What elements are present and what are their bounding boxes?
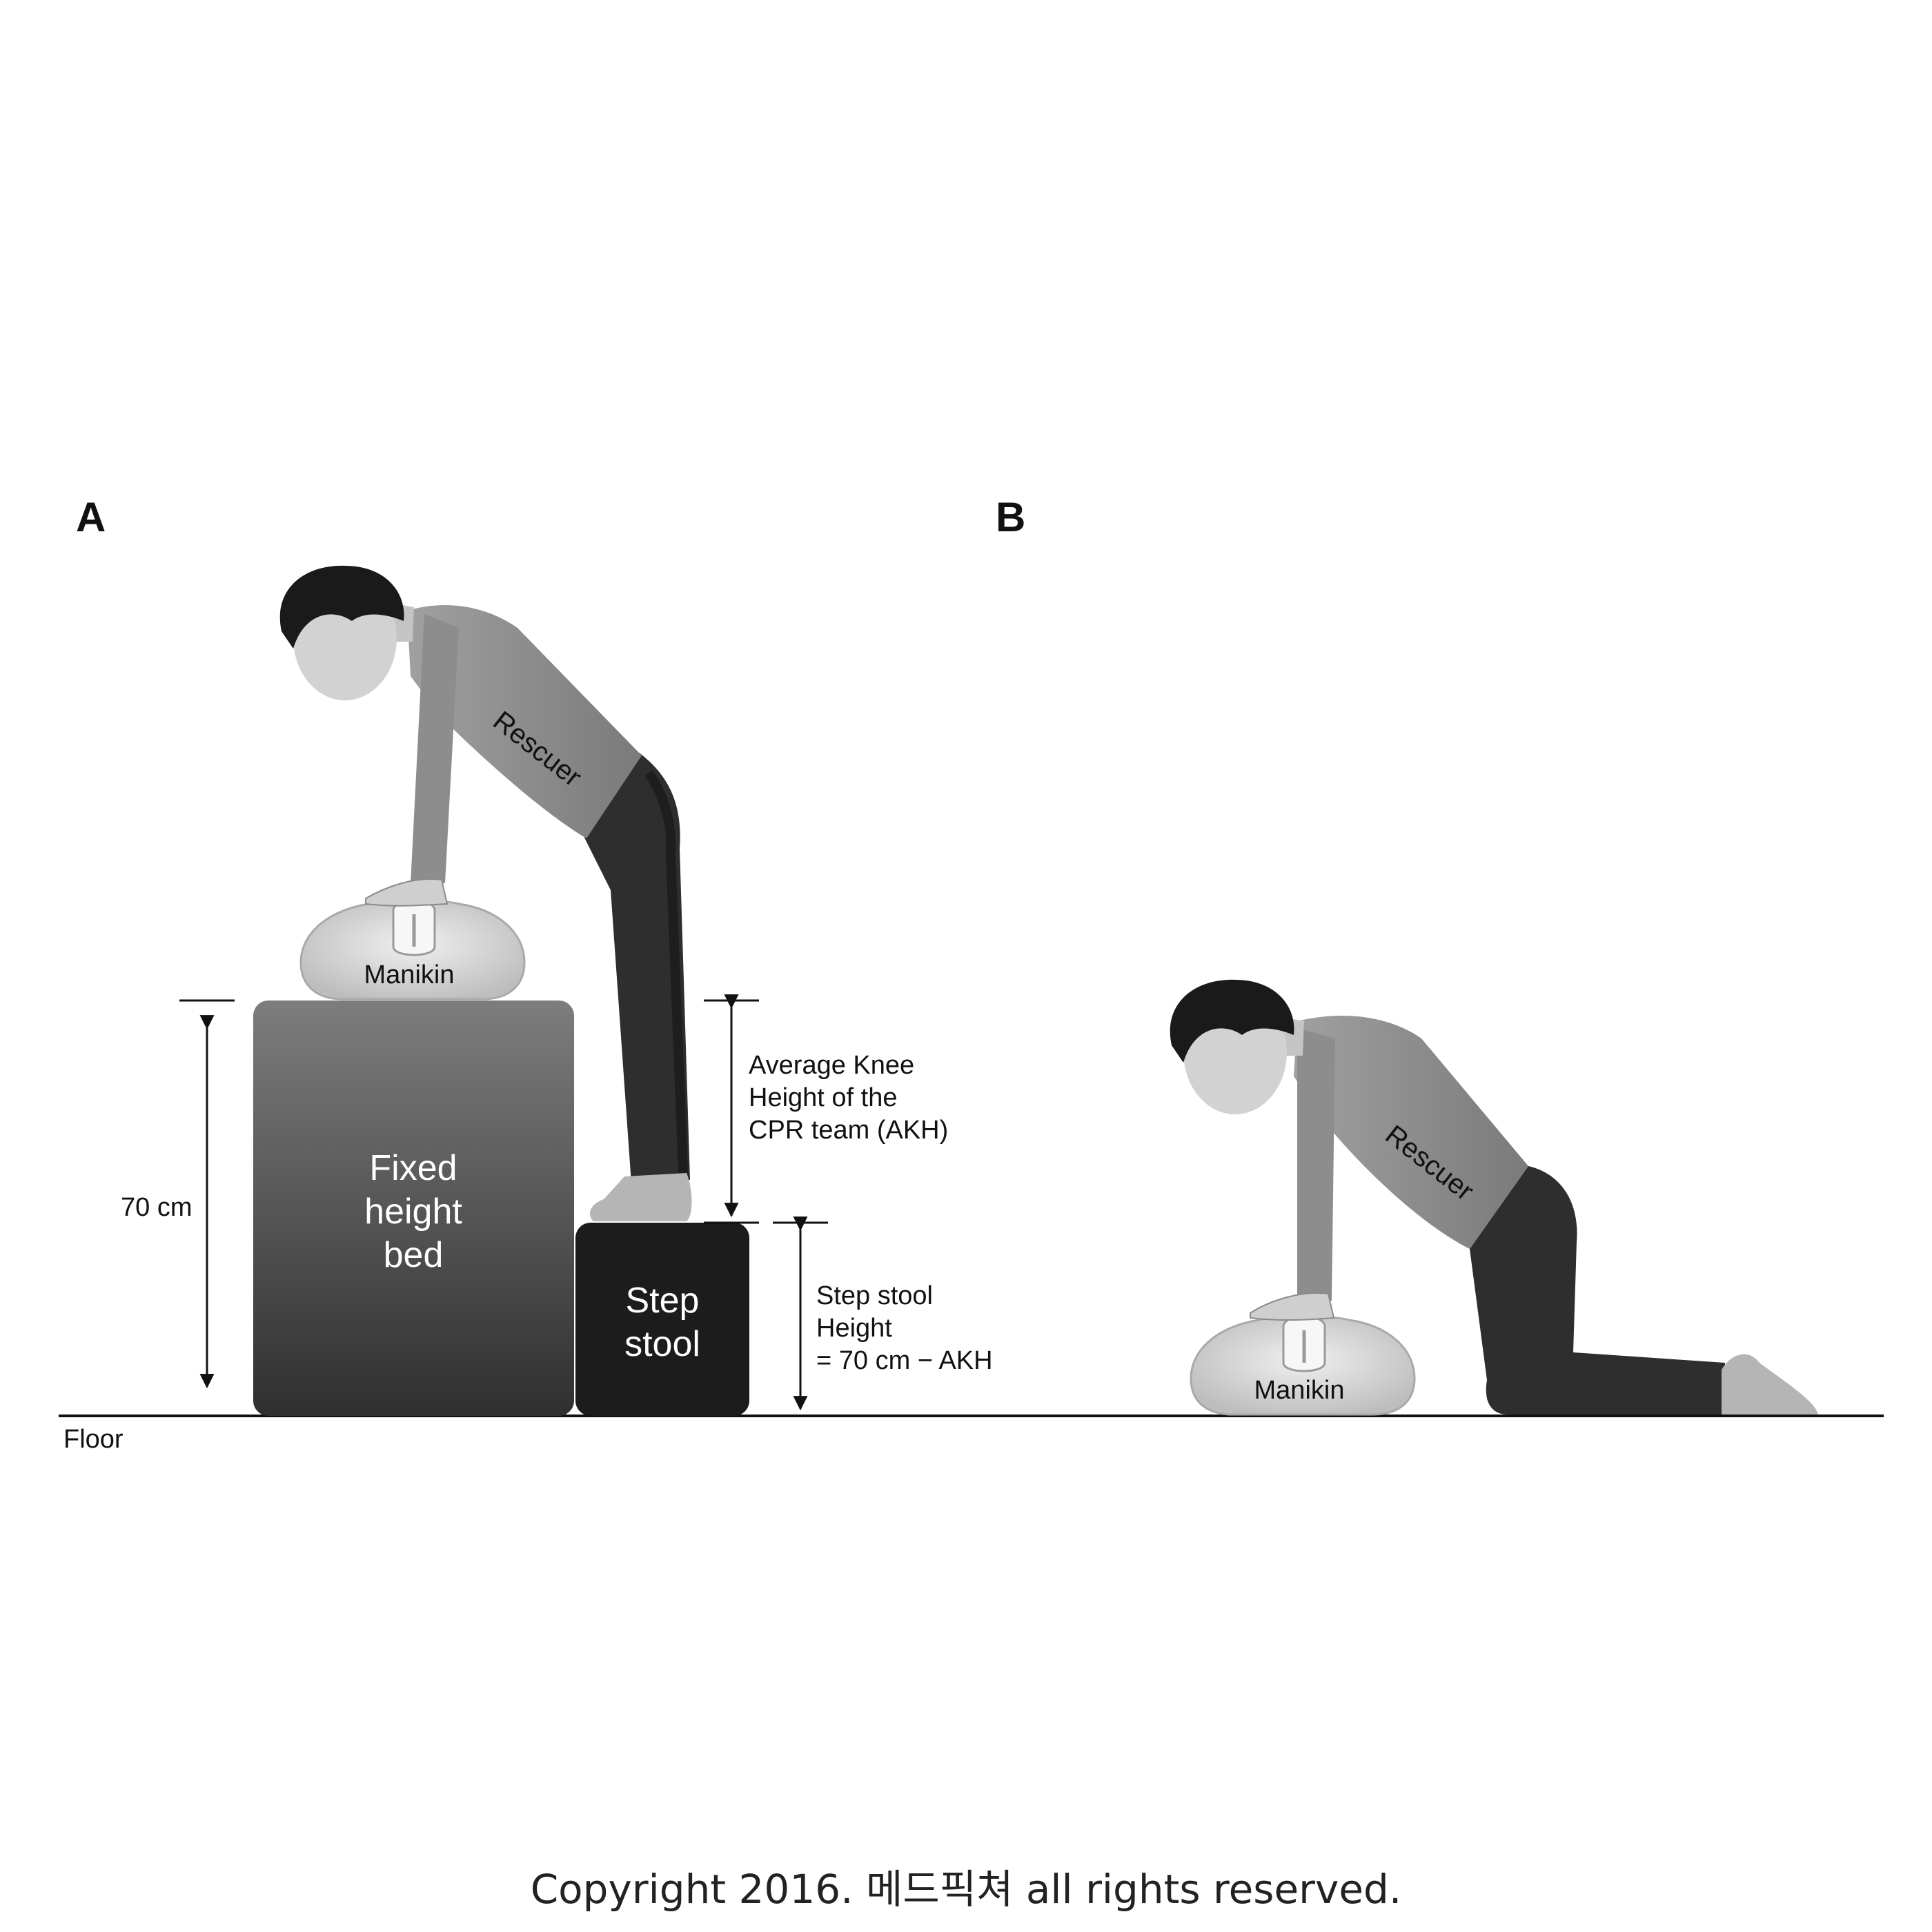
akh-label-line-3: CPR team (AKH) (749, 1116, 948, 1145)
manikin-b: Manikin (1190, 1315, 1416, 1416)
copyright-text: Copyright 2016. 메드픽쳐 all rights reserved… (531, 1866, 1402, 1913)
manikin-b-label: Manikin (1254, 1376, 1345, 1405)
step-stool (575, 1223, 749, 1416)
stool-label-line-1: Step (626, 1281, 700, 1321)
manikin-a: Manikin (299, 899, 526, 1000)
floor-label: Floor (63, 1425, 124, 1454)
panel-label-a: A (76, 494, 106, 540)
akh-label-line-1: Average Knee (749, 1051, 914, 1080)
bed-label-line-2: height (364, 1192, 462, 1232)
bed-label-line-1: Fixed (369, 1148, 457, 1188)
rescuer-b: Rescuer (1170, 979, 1818, 1414)
bed-height-label: 70 cm (121, 1193, 192, 1222)
panel-label-b: B (996, 494, 1025, 540)
rescuer-a: Rescuer (279, 565, 692, 1221)
stool-height-label-line-1: Step stool (816, 1281, 933, 1310)
manikin-a-label: Manikin (364, 960, 455, 989)
bed-label-line-3: bed (384, 1235, 444, 1275)
stool-height-label-line-3: = 70 cm − AKH (816, 1346, 993, 1375)
akh-label-line-2: Height of the (749, 1083, 897, 1112)
fixed-height-bed (253, 1000, 574, 1416)
stool-label-line-2: stool (624, 1324, 700, 1364)
stool-height-label-line-2: Height (816, 1314, 892, 1343)
